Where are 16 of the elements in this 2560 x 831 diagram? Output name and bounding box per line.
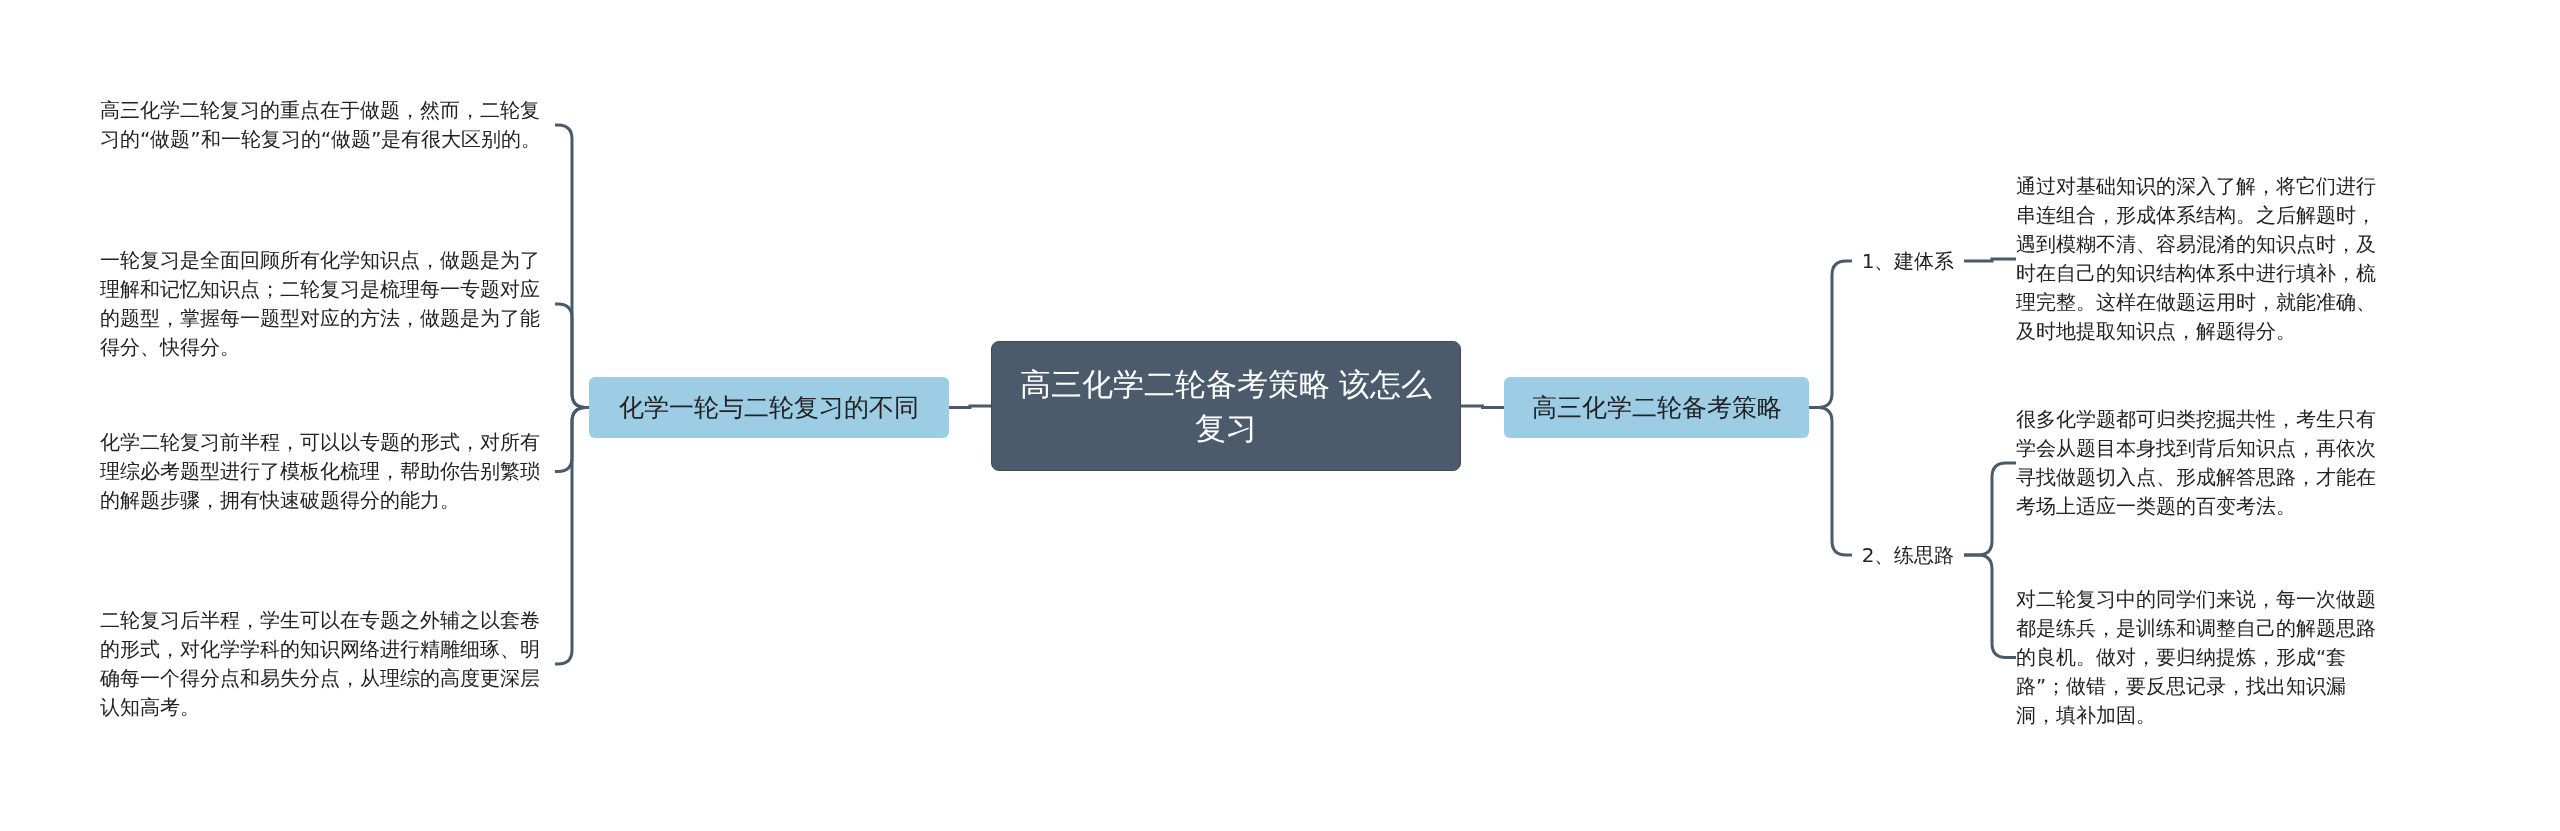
topic-box: 化学一轮与二轮复习的不同 bbox=[589, 377, 949, 438]
note-text: 高三化学二轮复习的重点在于做题，然而，二轮复习的“做题”和一轮复习的“做题”是有很大区别的。 bbox=[100, 96, 555, 154]
note-text: 二轮复习后半程，学生可以在专题之外辅之以套卷的形式，对化学学科的知识网络进行精雕细琢、明确每一个得分点和易失分点，从理综的高度更深层认知高考。 bbox=[100, 606, 555, 722]
connector-line bbox=[1964, 257, 2016, 263]
note-text: 很多化学题都可归类挖掘共性，考生只有学会从题目本身找到背后知识点，再依次寻找做题切入点、形成解答思路，才能在考场上适应一类题的百变考法。 bbox=[2016, 405, 2386, 521]
connector-line bbox=[949, 404, 991, 409]
central-topic-box: 高三化学二轮备考策略 该怎么复习 bbox=[991, 341, 1461, 471]
connector-line bbox=[1461, 404, 1504, 409]
note-text: 一轮复习是全面回顾所有化学知识点，做题是为了理解和记忆知识点；二轮复习是梳理每一专题对应的题型，掌握每一题型对应的方法，做题是为了能得分、快得分。 bbox=[100, 246, 555, 362]
note-text: 化学二轮复习前半程，可以以专题的形式，对所有理综必考题型进行了模板化梳理，帮助你告别繁琐的解题步骤，拥有快速破题得分的能力。 bbox=[100, 428, 555, 515]
subtopic-label: 2、练思路 bbox=[1852, 538, 1964, 572]
note-text: 通过对基础知识的深入了解，将它们进行串连组合，形成体系结构。之后解题时，遇到模糊不清、容易混淆的知识点时，及时在自己的知识结构体系中进行填补，梳理完整。这样在做题运用时，就能准确、及时地提取知识点，解题得分。 bbox=[2016, 172, 2386, 346]
subtopic-label: 1、建体系 bbox=[1852, 244, 1964, 278]
topic-box: 高三化学二轮备考策略 bbox=[1504, 377, 1809, 438]
note-text: 对二轮复习中的同学们来说，每一次做题都是练兵，是训练和调整自己的解题思路的良机。做对，要归纳提炼，形成“套路”；做错，要反思记录，找出知识漏洞，填补加固。 bbox=[2016, 585, 2386, 730]
connector-line bbox=[555, 406, 589, 666]
